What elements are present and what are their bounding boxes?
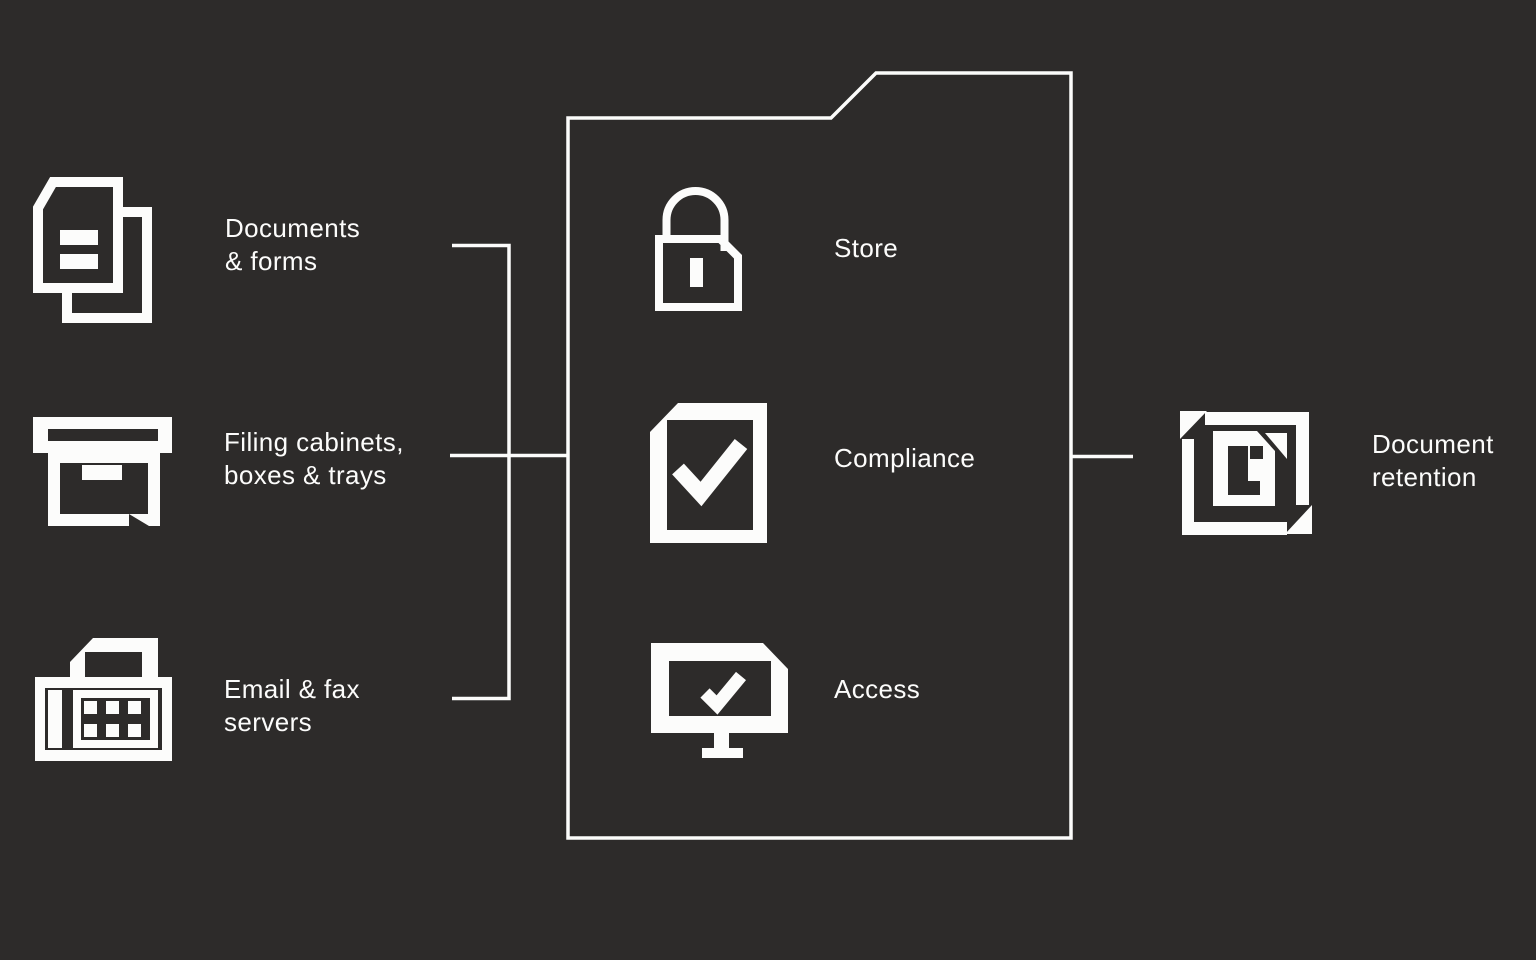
label-store: Store — [834, 232, 898, 265]
label-compliance-text: Compliance — [834, 443, 976, 473]
label-document-retention-line2: retention — [1372, 462, 1477, 492]
label-email-fax-servers-line2: servers — [224, 707, 313, 737]
label-documents-forms: Documents & forms — [225, 212, 360, 278]
document-retention-icon — [1180, 411, 1312, 535]
label-email-fax-servers: Email & fax servers — [224, 673, 360, 739]
label-document-retention-line1: Document — [1372, 429, 1494, 459]
label-documents-forms-line2: & forms — [225, 246, 318, 276]
fax-icon — [35, 638, 172, 761]
lock-icon — [655, 187, 742, 311]
folder-outline — [566, 71, 1073, 840]
sources-bracket-connector — [450, 243, 569, 701]
label-filing-cabinets: Filing cabinets, boxes & trays — [224, 426, 404, 492]
filing-box-icon — [33, 417, 172, 526]
label-store-text: Store — [834, 233, 899, 263]
label-access: Access — [834, 673, 920, 706]
label-email-fax-servers-line1: Email & fax — [224, 674, 360, 704]
label-filing-cabinets-line1: Filing cabinets, — [224, 427, 404, 457]
label-compliance: Compliance — [834, 442, 975, 475]
label-documents-forms-line1: Documents — [225, 213, 361, 243]
label-access-text: Access — [834, 674, 921, 704]
label-document-retention: Document retention — [1372, 428, 1494, 494]
monitor-check-icon — [651, 643, 788, 758]
label-filing-cabinets-line2: boxes & trays — [224, 460, 387, 490]
documents-icon — [33, 177, 152, 323]
document-check-icon — [650, 403, 767, 543]
